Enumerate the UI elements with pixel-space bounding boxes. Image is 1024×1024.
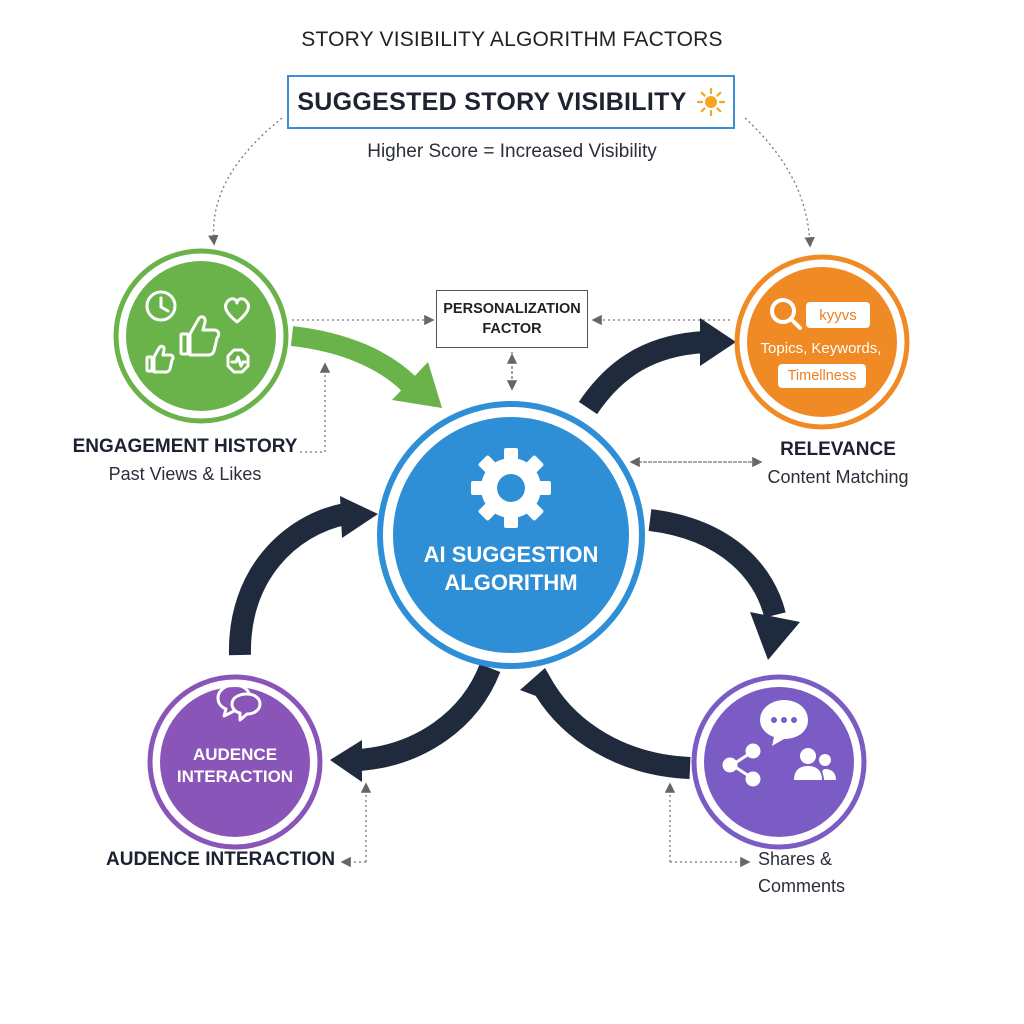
- heart-icon: [224, 297, 250, 324]
- audience-node-line2: INTERACTION: [176, 767, 294, 786]
- audience-label: AUDENCE INTERACTION: [106, 849, 336, 870]
- relevance-tag-timeliness: Timellness: [778, 364, 866, 388]
- audience-node[interactable]: [147, 674, 323, 850]
- relevance-tag-keywords: kyyvs: [806, 302, 870, 328]
- engagement-arrowhead: [392, 362, 442, 408]
- engagement-title: ENGAGEMENT HISTORY: [72, 436, 298, 457]
- center-node-label: AI SUGGESTION ALGORITHM: [400, 541, 622, 597]
- visibility-banner: SUGGESTED STORY VISIBILITY: [287, 75, 735, 129]
- share-icon: [722, 743, 761, 787]
- thumbs-up-small-icon: [145, 344, 175, 374]
- clock-icon: [145, 290, 177, 322]
- relevance-subtitle: Content Matching: [767, 467, 909, 487]
- shares-line1: Shares &: [758, 849, 833, 869]
- personalization-factor-box[interactable]: PERSONALIZATION FACTOR: [436, 290, 588, 348]
- engagement-arrow: [290, 326, 418, 393]
- gear-icon: [471, 448, 551, 528]
- personalization-line1: PERSONALIZATION: [443, 301, 581, 317]
- relevance-label: RELEVANCE Content Matching: [748, 439, 928, 488]
- personalization-line2: FACTOR: [482, 321, 542, 337]
- audience-node-label: AUDENCE INTERACTION: [160, 744, 310, 788]
- audience-node-line1: AUDENCE: [192, 745, 278, 764]
- cycle-arrows: [228, 331, 786, 779]
- center-line1: AI SUGGESTION: [423, 542, 599, 567]
- cycle-arrowheads: [330, 318, 800, 782]
- relevance-title: RELEVANCE: [780, 439, 896, 460]
- sun-icon: [696, 88, 725, 116]
- thumbs-up-icon: [179, 315, 221, 357]
- relevance-tag-topics: Topics, Keywords,: [760, 340, 882, 357]
- visibility-title: SUGGESTED STORY VISIBILITY: [297, 87, 687, 116]
- speech-bubble-icon: [760, 700, 808, 746]
- engagement-node[interactable]: [113, 248, 289, 424]
- shares-node[interactable]: [691, 674, 867, 850]
- shares-line2: Comments: [758, 876, 846, 896]
- center-line2: ALGORITHM: [444, 570, 578, 595]
- users-icon: [794, 748, 836, 780]
- activity-icon: [226, 348, 250, 374]
- center-node[interactable]: [377, 401, 645, 669]
- visibility-note: Higher Score = Increased Visibility: [367, 141, 657, 162]
- page-title: STORY VISIBILITY ALGORITHM FACTORS: [301, 28, 723, 51]
- chat-bubbles-icon: [216, 683, 262, 722]
- shares-label: Shares & Comments: [758, 846, 845, 900]
- engagement-label: ENGAGEMENT HISTORY Past Views & Likes: [70, 436, 300, 485]
- magnifier-icon: [770, 298, 802, 330]
- engagement-subtitle: Past Views & Likes: [108, 464, 262, 484]
- dotted-connectors: [208, 117, 815, 868]
